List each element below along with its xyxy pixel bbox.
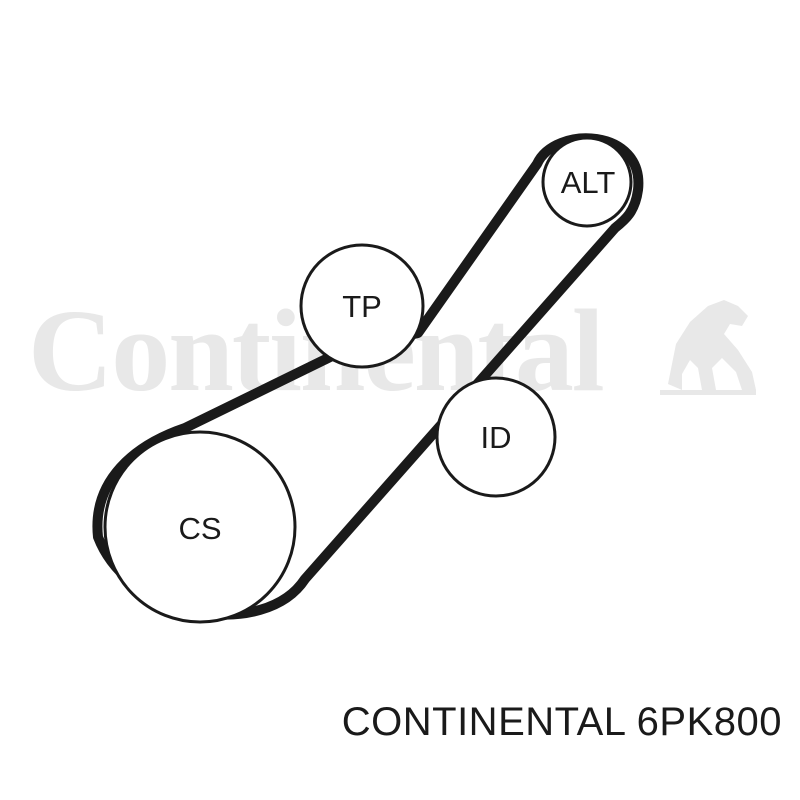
pulley-tp-circle xyxy=(299,243,425,369)
pulley-alt: ALT xyxy=(541,136,633,228)
pulley-id-label: ID xyxy=(481,420,512,455)
pulley-cs-circle xyxy=(103,430,297,624)
pulley-tp-label: TP xyxy=(342,289,382,324)
pulley-alt-circle xyxy=(541,136,633,228)
product-caption: CONTINENTAL 6PK800 xyxy=(341,700,782,744)
horse-logo-icon xyxy=(668,300,756,390)
pulley-id-circle xyxy=(435,376,557,498)
pulley-id: ID xyxy=(435,376,557,498)
pulley-cs: CS xyxy=(103,430,297,624)
pulley-alt-label: ALT xyxy=(561,165,616,200)
pulley-tp: TP xyxy=(299,243,425,369)
pulley-cs-label: CS xyxy=(178,511,221,546)
watermark-underline xyxy=(660,390,756,395)
